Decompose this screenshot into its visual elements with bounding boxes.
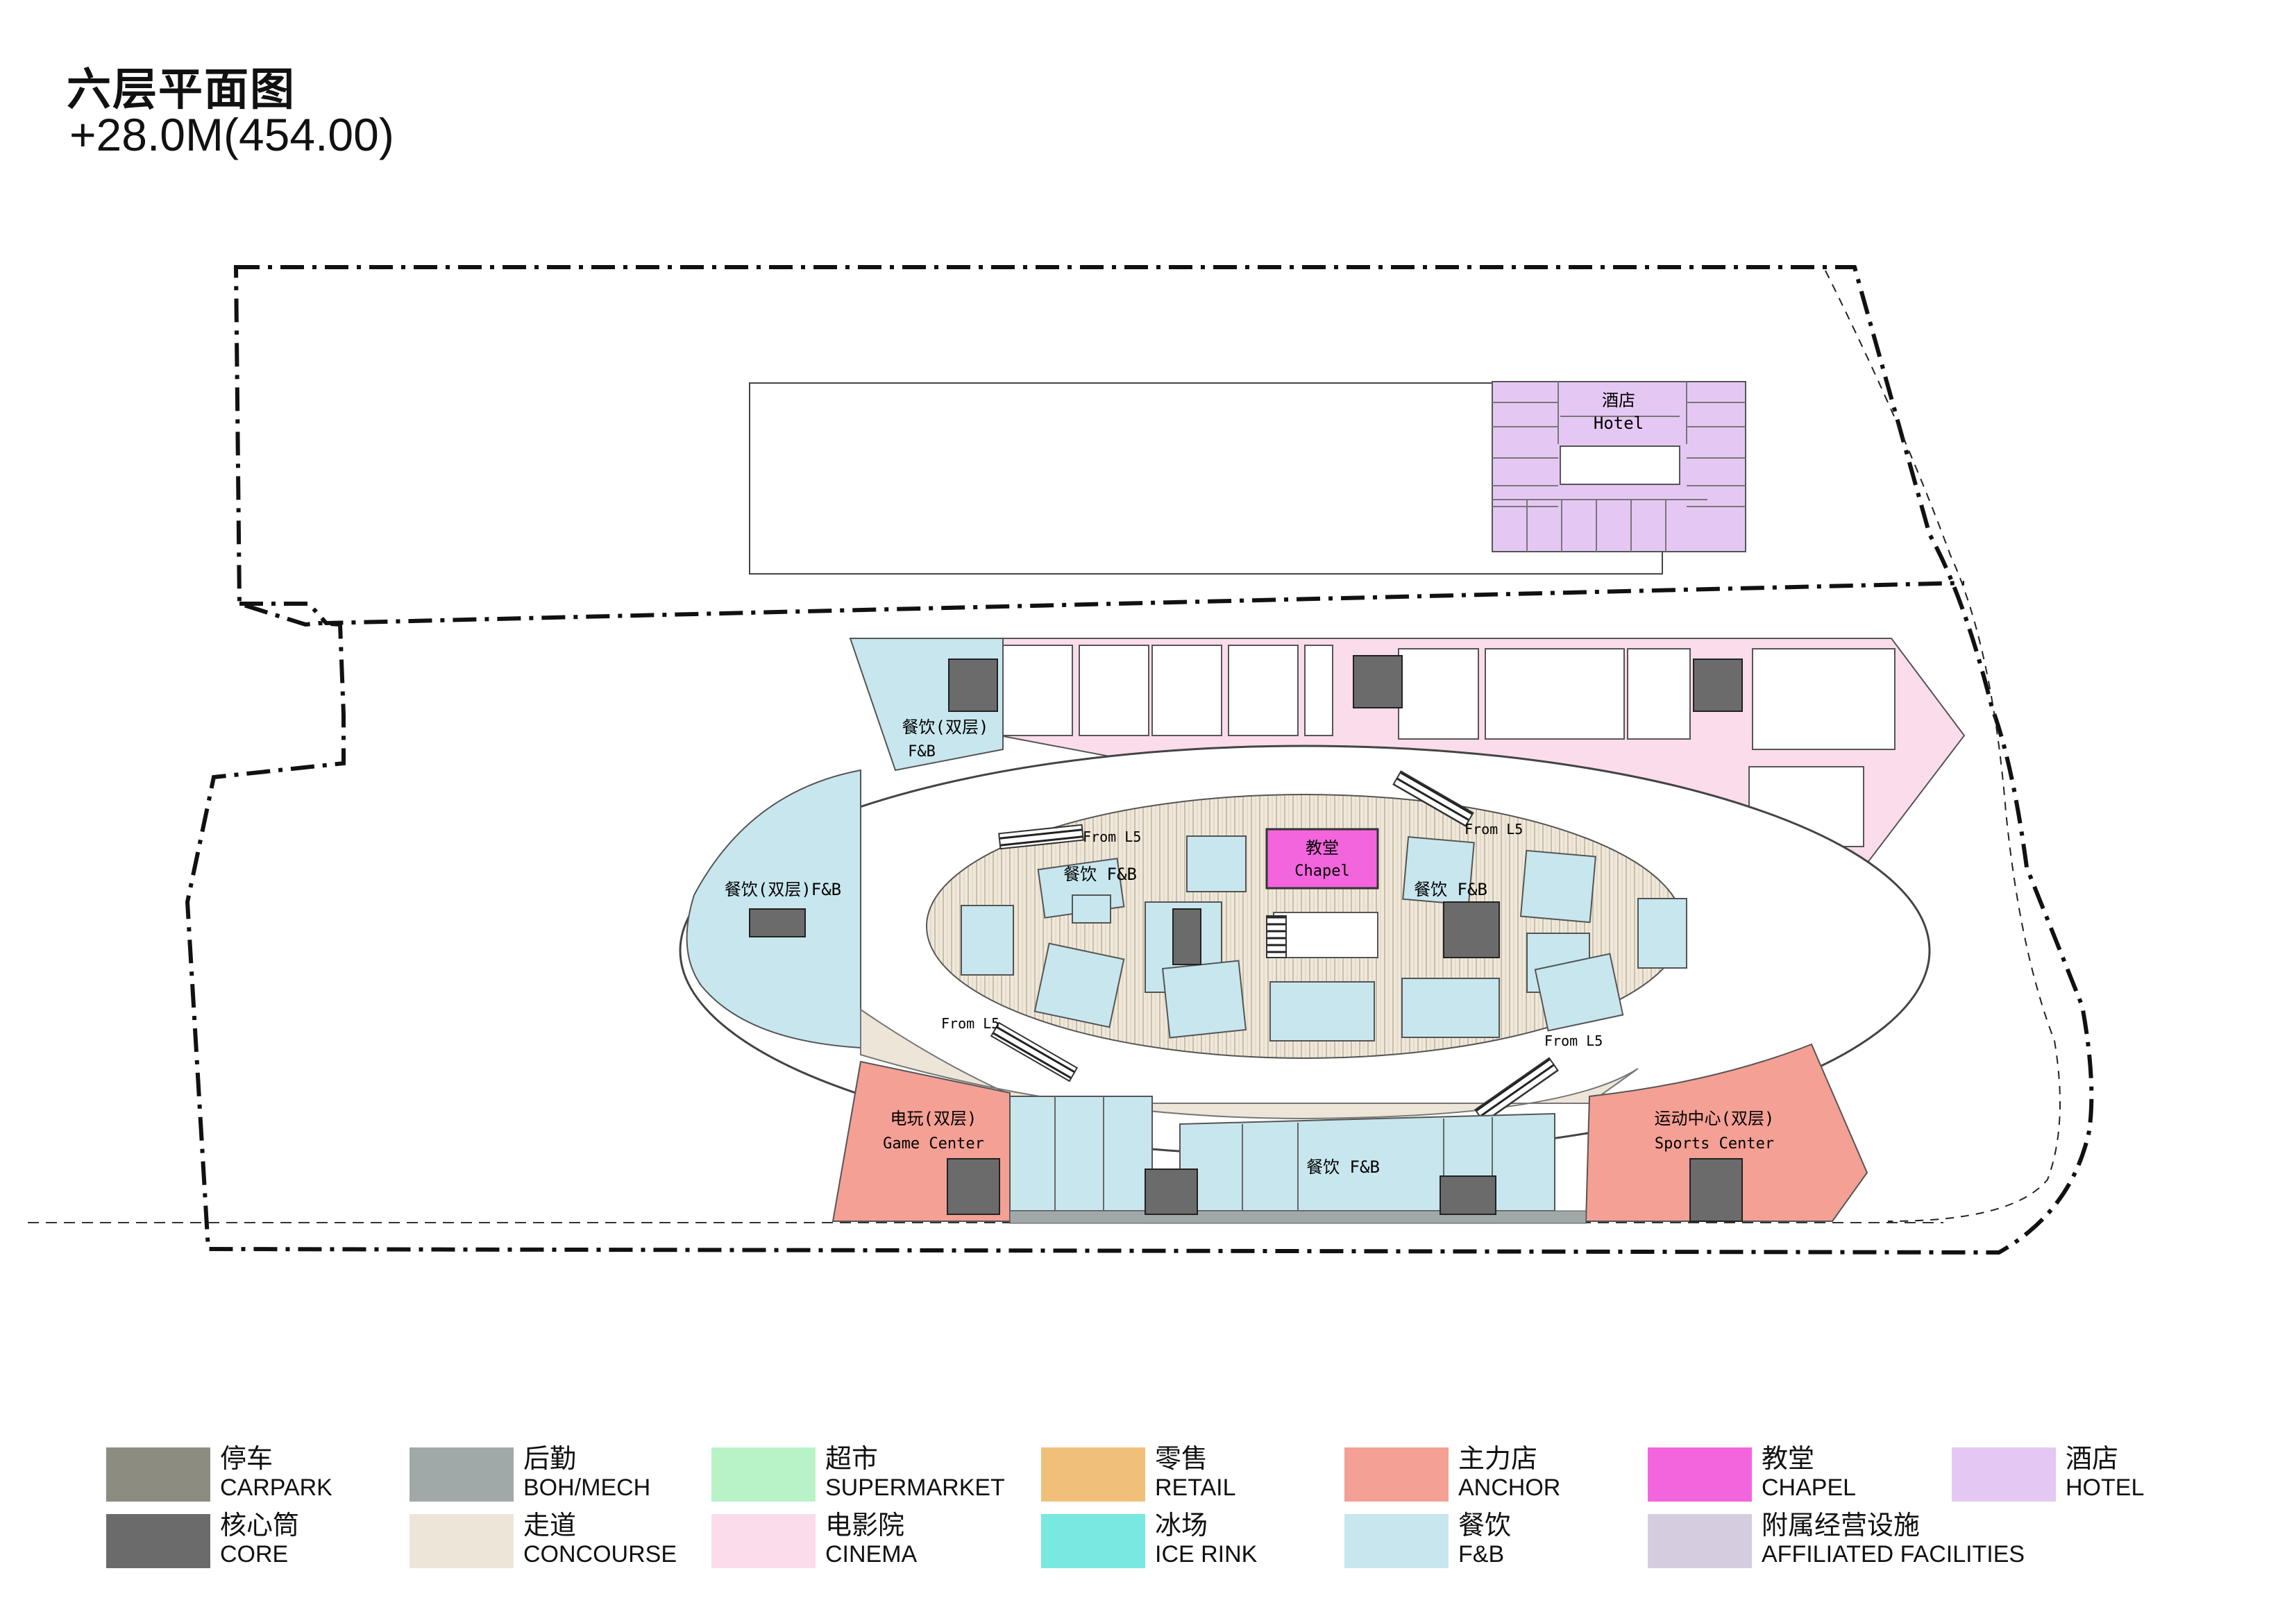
chapel-label-cn: 教堂 [1306,838,1339,858]
sports-center [1585,1043,1868,1222]
legend-label-en: CONCOURSE [523,1541,677,1567]
hotel-atrium [1560,445,1680,485]
site-boundary [185,265,2094,1255]
podium-line [239,581,1965,626]
legend-label-en: CORE [220,1541,289,1567]
legend-swatch [1952,1447,2056,1502]
legend-label-en: CARPARK [220,1475,332,1501]
legend-swatch [106,1447,210,1502]
legend-label-cn: 后勤 [523,1443,577,1474]
legend-label-en: ICE RINK [1155,1541,1258,1567]
legend-label-en: BOH/MECH [523,1475,651,1501]
legend-swatch [1041,1447,1145,1502]
chapel-block [1265,828,1379,890]
cinema-halls [1002,645,1896,847]
legend-swatch [410,1514,514,1568]
legend-label-en: F&B [1458,1541,1505,1567]
atrium-fb-units [961,835,1687,1042]
page-title: 六层平面图 [67,65,296,116]
hotel-label-en: Hotel [1594,414,1644,433]
legend-label-cn: 餐饮 [1458,1510,1512,1540]
from-l5-nw: From L5 [1083,829,1141,845]
legend-label-cn: 酒店 [2066,1443,2119,1474]
site-boundary-inner [1825,270,2061,1222]
floor-elevation: +28.0M(454.00) [69,109,394,160]
sports-label-en: Sports Center [1655,1135,1774,1153]
core-shafts [749,655,1743,1222]
legend-label-en: SUPERMARKET [825,1475,1005,1501]
legend-label-en: CINEMA [825,1541,918,1567]
legend-label-cn: 冰场 [1155,1510,1208,1540]
legend-label-cn: 附属经营设施 [1762,1510,1921,1540]
from-l5-sw: From L5 [941,1015,999,1032]
legend-label-en: CHAPEL [1762,1475,1857,1501]
legend-swatch [410,1447,514,1502]
legend-label-cn: 超市 [825,1443,879,1474]
chapel-label-en: Chapel [1294,863,1349,880]
legend-label-en: ANCHOR [1458,1475,1561,1501]
legend-label-en: HOTEL [2066,1475,2145,1501]
fb-nw-label-en: F&B [908,743,936,760]
legend-swatch [711,1514,816,1568]
sports-label-cn: 运动中心(双层) [1655,1109,1775,1128]
legend-swatch [1648,1447,1752,1502]
legend-label-cn: 电影院 [825,1510,905,1540]
from-l5-ne: From L5 [1464,821,1523,838]
fb-bottom-block-w [1009,1096,1153,1212]
hotel-rooms [1492,382,1746,552]
fb-bottom-label: 餐饮 F&B [1306,1157,1380,1177]
legend-label-cn: 走道 [523,1510,577,1540]
hotel-label-cn: 酒店 [1602,391,1635,410]
game-label-en: Game Center [883,1135,984,1153]
legend-label-en: AFFILIATED FACILITIES [1762,1541,2025,1567]
legend-swatch [1648,1514,1752,1568]
legend-swatch [1344,1514,1449,1568]
escalators [990,770,1559,1123]
legend-label-en: RETAIL [1155,1475,1236,1501]
from-l5-se: From L5 [1544,1033,1603,1049]
legend-swatch [106,1514,210,1568]
legend-label-cn: 核心筒 [220,1510,300,1540]
boh-strip [1009,1210,1587,1224]
legend-label-cn: 停车 [220,1443,273,1474]
legend-swatch [711,1447,816,1502]
legend-swatch [1041,1514,1145,1568]
atrium-void [1273,912,1378,958]
fb-atrium-label-e: 餐饮 F&B [1414,880,1487,899]
legend-swatch [1344,1447,1449,1502]
legend-label-cn: 主力店 [1458,1443,1538,1474]
game-label-cn: 电玩(双层) [890,1109,977,1128]
fb-west-label: 餐饮(双层)F&B [725,880,841,899]
legend-label-cn: 教堂 [1762,1443,1815,1474]
fb-nw-label: 餐饮(双层) [902,717,989,737]
fb-atrium-label-w: 餐饮 F&B [1063,865,1137,884]
legend-label-cn: 零售 [1155,1443,1208,1474]
